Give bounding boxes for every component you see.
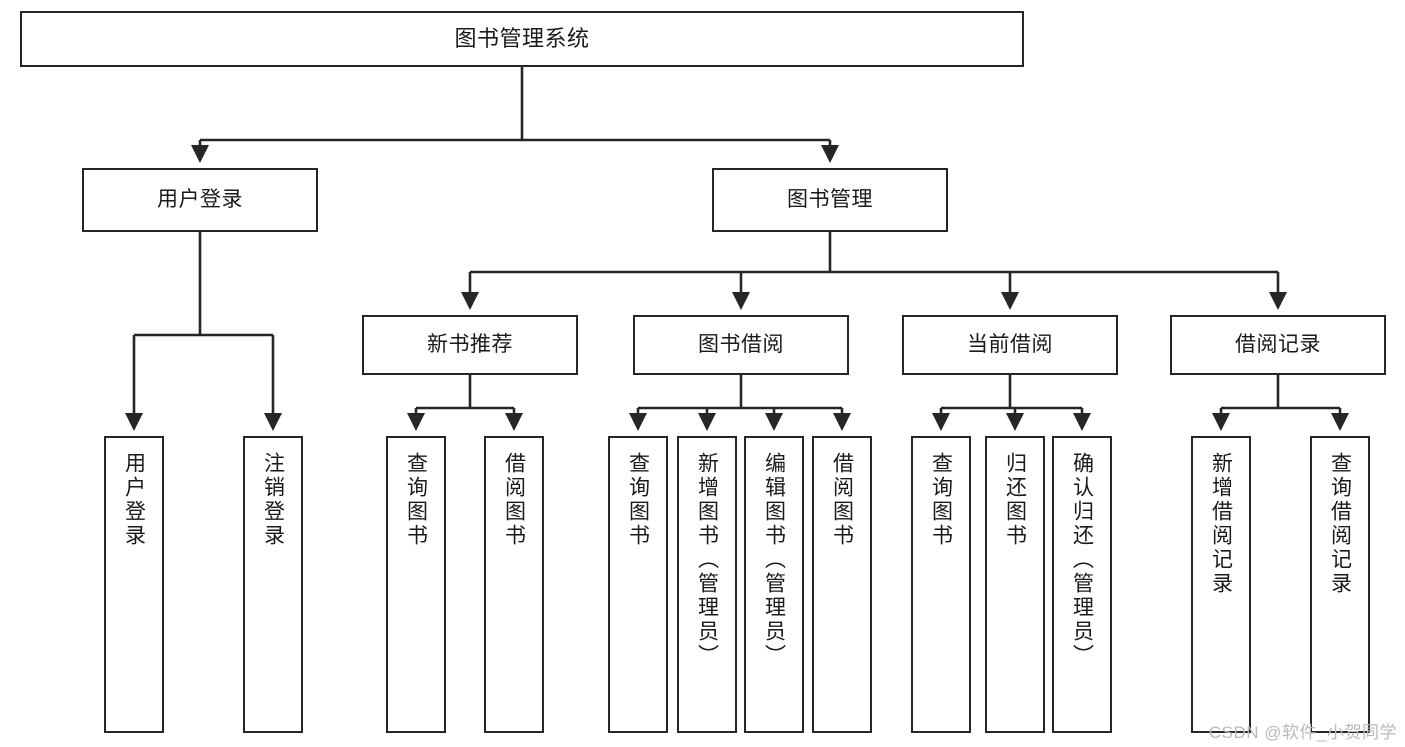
- node-leaf-confirm-return[interactable]: 确认归还（管理员）: [1052, 436, 1112, 733]
- node-leaf-return-book[interactable]: 归还图书: [985, 436, 1045, 733]
- node-leaf-borrow-book-1-label: 借阅图书: [502, 452, 526, 548]
- node-leaf-borrow-book-1[interactable]: 借阅图书: [484, 436, 544, 733]
- node-leaf-query-book-1-label: 查询图书: [404, 452, 428, 548]
- node-leaf-edit-book[interactable]: 编辑图书（管理员）: [744, 436, 804, 733]
- node-leaf-add-book[interactable]: 新增图书（管理员）: [677, 436, 737, 733]
- node-book-manage-label: 图书管理: [787, 188, 873, 212]
- node-leaf-add-book-label: 新增图书（管理员）: [695, 452, 719, 668]
- node-user-login-label: 用户登录: [157, 188, 243, 212]
- edge-group-borrow-record: [1211, 375, 1350, 432]
- node-leaf-return-book-label: 归还图书: [1003, 452, 1027, 548]
- edge-group-new-book-recommend: [406, 375, 524, 432]
- node-root-label: 图书管理系统: [454, 25, 590, 51]
- node-leaf-edit-book-label: 编辑图书（管理员）: [762, 452, 786, 668]
- edge-group-root: [190, 67, 840, 164]
- edge-group-user-login: [124, 232, 283, 432]
- node-leaf-borrow-book-2-label: 借阅图书: [830, 452, 854, 548]
- node-new-book-recommend[interactable]: 新书推荐: [362, 315, 578, 375]
- node-user-login[interactable]: 用户登录: [82, 168, 318, 232]
- node-borrow-record-label: 借阅记录: [1235, 333, 1321, 357]
- node-leaf-confirm-return-label: 确认归还（管理员）: [1070, 452, 1094, 668]
- node-book-borrow-label: 图书借阅: [698, 333, 784, 357]
- node-book-manage[interactable]: 图书管理: [712, 168, 948, 232]
- node-leaf-query-record[interactable]: 查询借阅记录: [1310, 436, 1370, 733]
- edge-group-current-borrow: [931, 375, 1092, 432]
- node-borrow-record[interactable]: 借阅记录: [1170, 315, 1386, 375]
- node-leaf-user-login-label: 用户登录: [122, 452, 146, 548]
- node-leaf-query-book-3-label: 查询图书: [929, 452, 953, 548]
- node-leaf-add-record-label: 新增借阅记录: [1209, 452, 1233, 596]
- node-leaf-user-login[interactable]: 用户登录: [104, 436, 164, 733]
- node-current-borrow-label: 当前借阅: [967, 333, 1053, 357]
- node-leaf-query-book-3[interactable]: 查询图书: [911, 436, 971, 733]
- node-leaf-user-logout-label: 注销登录: [261, 452, 285, 548]
- watermark-text: CSDN @软件_小贺同学: [1208, 723, 1397, 742]
- node-leaf-add-record[interactable]: 新增借阅记录: [1191, 436, 1251, 733]
- edge-group-book-borrow: [628, 375, 852, 432]
- node-book-borrow[interactable]: 图书借阅: [633, 315, 849, 375]
- node-root[interactable]: 图书管理系统: [20, 11, 1024, 67]
- node-leaf-query-book-2-label: 查询图书: [626, 452, 650, 548]
- node-new-book-recommend-label: 新书推荐: [427, 333, 513, 357]
- node-leaf-query-book-2[interactable]: 查询图书: [608, 436, 668, 733]
- node-leaf-borrow-book-2[interactable]: 借阅图书: [812, 436, 872, 733]
- node-leaf-query-book-1[interactable]: 查询图书: [386, 436, 446, 733]
- edge-group-book-manage: [460, 232, 1288, 311]
- node-current-borrow[interactable]: 当前借阅: [902, 315, 1118, 375]
- node-leaf-user-logout[interactable]: 注销登录: [243, 436, 303, 733]
- node-leaf-query-record-label: 查询借阅记录: [1328, 452, 1352, 596]
